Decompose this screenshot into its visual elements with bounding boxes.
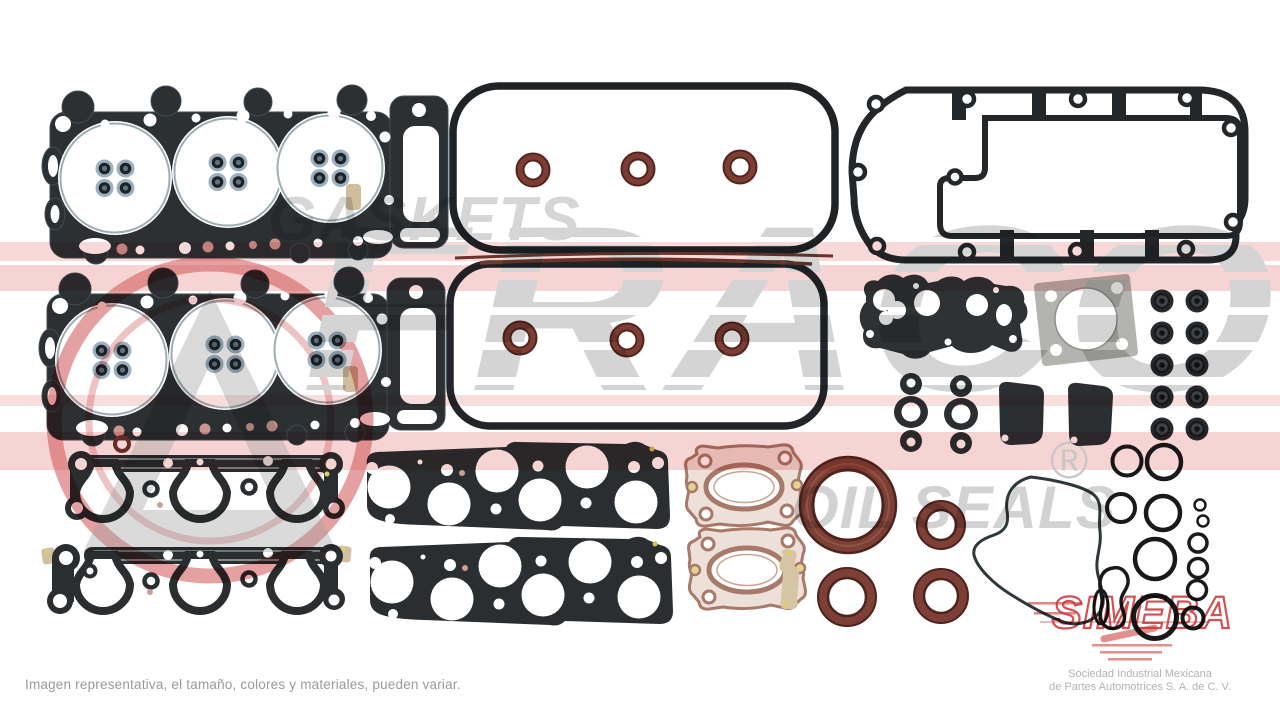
head-gasket-top bbox=[42, 85, 448, 264]
spark-plug-tube-seals bbox=[502, 320, 750, 358]
company-line2: de Partes Automotrices S. A. de C. V. bbox=[1049, 680, 1231, 693]
company-name: Sociedad Industrial Mexicana de Partes A… bbox=[1008, 668, 1272, 694]
intake-manifold-gasket-lower bbox=[41, 544, 352, 614]
front-cover-gasket bbox=[972, 475, 1105, 626]
cover-gasket-edge bbox=[454, 251, 834, 260]
plenum-gasket-lower bbox=[369, 536, 673, 626]
valve-cover-gasket-top bbox=[449, 82, 839, 254]
head-gasket-bottom bbox=[39, 267, 445, 446]
exhaust-manifold-gasket-upper bbox=[686, 445, 803, 526]
oil-pump-gasket bbox=[859, 274, 1028, 359]
valve-cover-gasket-bottom bbox=[446, 257, 828, 430]
plenum-gasket-upper bbox=[366, 441, 670, 531]
disclaimer-text: Imagen representativa, el tamaño, colore… bbox=[25, 677, 461, 692]
tan-bracket bbox=[779, 549, 800, 609]
egr-gaskets bbox=[894, 373, 978, 454]
intake-manifold-gasket-upper bbox=[65, 451, 345, 520]
valve-stem-seal-grommets bbox=[1150, 289, 1209, 441]
camshaft-oil-seals bbox=[817, 500, 969, 627]
throttle-body-gasket bbox=[1034, 274, 1138, 366]
oil-pan-gasket bbox=[848, 86, 1249, 264]
crankshaft-oil-seal bbox=[798, 455, 898, 555]
cover-plates bbox=[999, 381, 1113, 446]
company-line1: Sociedad Industrial Mexicana bbox=[1068, 668, 1212, 680]
spark-plug-tube-seals bbox=[515, 149, 758, 188]
o-rings bbox=[1092, 442, 1210, 641]
